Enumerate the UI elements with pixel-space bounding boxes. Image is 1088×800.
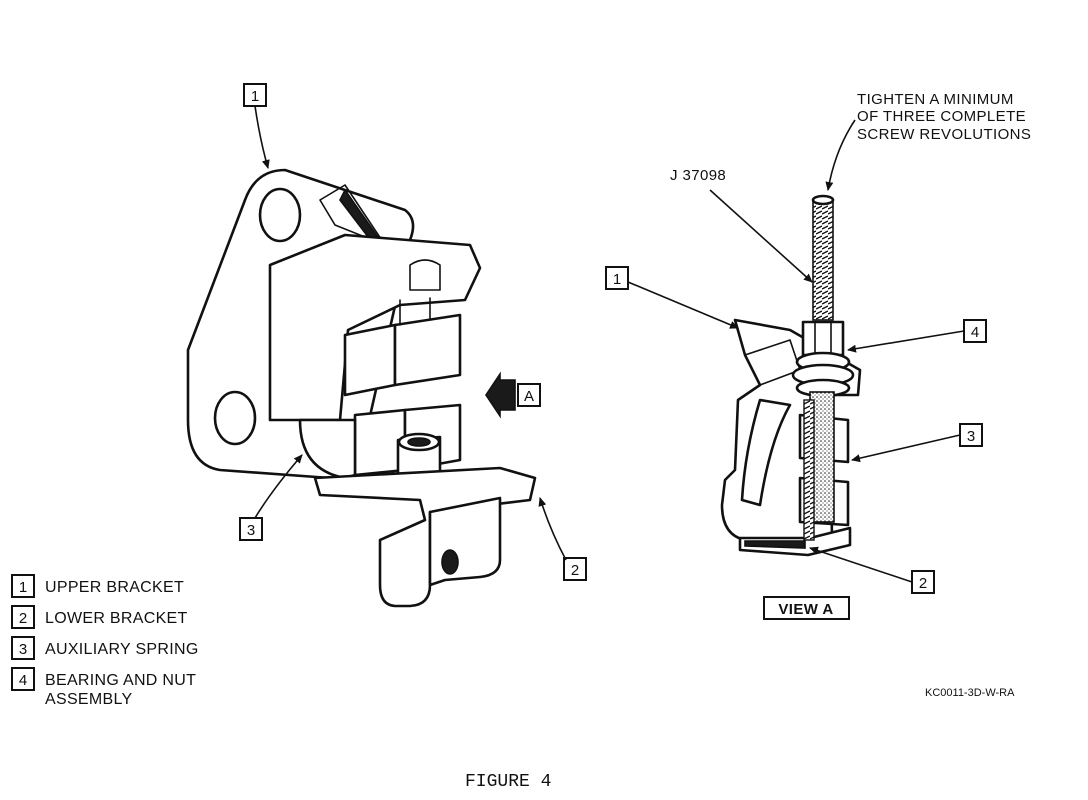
instruction-leader (825, 119, 856, 191)
main-callout-3-label: 3 (247, 522, 255, 539)
rod-tip (811, 194, 835, 206)
lower-bolt-hole (213, 390, 257, 446)
main-assembly-drawing: A 1 3 2 (186, 83, 587, 608)
tool-leader (709, 189, 813, 283)
legend-item-4-num: 4 (19, 672, 27, 689)
view-a-title: VIEW A (763, 596, 850, 620)
view-a-callout-4: 4 (847, 319, 987, 353)
view-a-callout-3-label: 3 (967, 428, 975, 445)
legend: 1 UPPER BRACKET 2 LOWER BRACKET 3 AUXILI… (11, 574, 199, 708)
main-callout-1: 1 (243, 83, 270, 169)
legend-item-3-label: AUXILIARY SPRING (45, 641, 199, 658)
legend-item-1-label: UPPER BRACKET (45, 579, 184, 596)
main-callout-2: 2 (538, 497, 587, 581)
legend-item-2-label: LOWER BRACKET (45, 610, 188, 627)
view-a-arrow: A (485, 371, 541, 419)
view-a-spring-curve (740, 398, 792, 507)
main-callout-2-label: 2 (571, 562, 579, 579)
view-a-arrow-label: A (524, 388, 534, 405)
main-callout-1-label: 1 (251, 88, 259, 105)
legend-item-1-num: 1 (19, 579, 27, 596)
legend-item-3-num: 3 (19, 641, 27, 658)
instruction-line-3: SCREW REVOLUTIONS (857, 126, 1031, 143)
housing-slot (409, 259, 441, 291)
view-a-title-label: VIEW A (778, 601, 833, 618)
view-a-callout-1: 1 (605, 266, 739, 329)
instruction-line-1: TIGHTEN A MINIMUM (857, 91, 1014, 108)
legend-item-4-label-line-1: BEARING AND NUT (45, 672, 196, 689)
legend-item-4-label-line-2: ASSEMBLY (45, 691, 132, 708)
main-callout-3: 3 (239, 454, 303, 541)
legend-item-3: 3 AUXILIARY SPRING (11, 636, 199, 660)
drawing-id: KC0011-3D-W-RA (925, 687, 1015, 699)
legend-item-2: 2 LOWER BRACKET (11, 605, 188, 629)
view-a-drawing: TIGHTEN A MINIMUM OF THREE COMPLETE SCRE… (605, 91, 1031, 620)
view-a-callout-1-label: 1 (613, 271, 621, 288)
view-a-callout-2: 2 (809, 546, 935, 594)
view-a-callout-2-label: 2 (919, 575, 927, 592)
view-a-bracket-fold (744, 339, 801, 386)
tool-label: J 37098 (670, 167, 726, 184)
view-a-callout-4-label: 4 (971, 324, 979, 341)
lower-bracket-flange (428, 496, 502, 587)
figure-caption: FIGURE 4 (465, 772, 551, 792)
instruction-line-2: OF THREE COMPLETE (857, 108, 1026, 125)
lower-bracket (313, 466, 537, 608)
legend-item-4: 4 BEARING AND NUT ASSEMBLY (11, 667, 196, 708)
view-a-callout-3: 3 (851, 423, 983, 463)
threaded-rod (812, 199, 834, 321)
bearing-nut-assembly (791, 320, 855, 398)
upper-bolt-hole (258, 187, 302, 243)
legend-item-1: 1 UPPER BRACKET (11, 574, 184, 598)
legend-item-2-num: 2 (19, 610, 27, 627)
auxiliary-spring-blocks (343, 297, 462, 477)
